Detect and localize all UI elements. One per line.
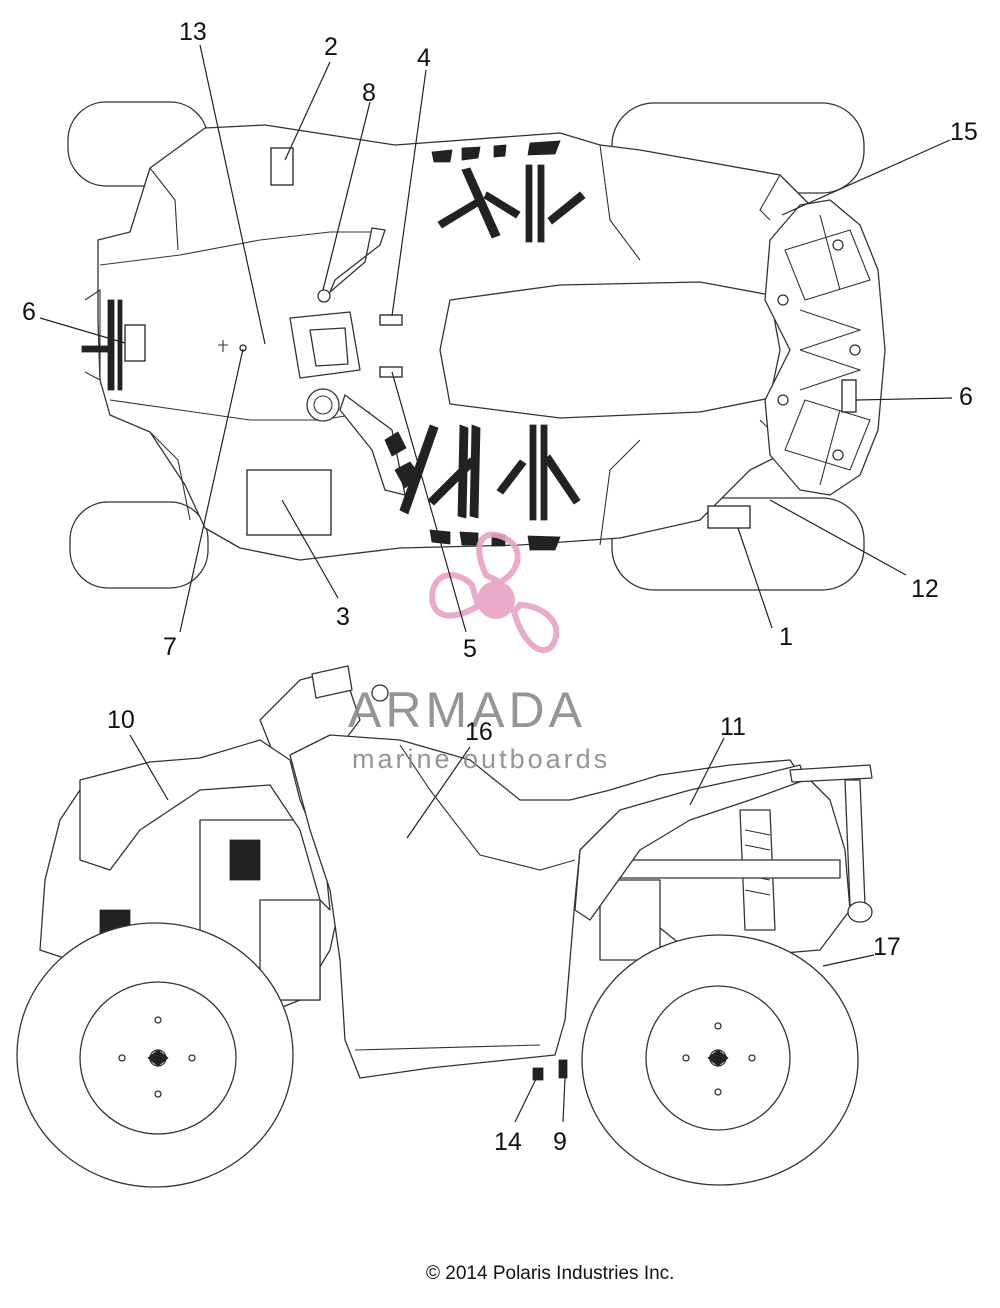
decal-6-front bbox=[124, 324, 146, 362]
tire-front-right bbox=[69, 501, 209, 589]
callout-labels: 1 2 3 4 5 6 6 7 8 9 10 11 12 13 14 15 16… bbox=[22, 18, 978, 1156]
atv-top-view bbox=[67, 101, 886, 591]
callout-5: 5 bbox=[463, 635, 477, 663]
callout-14: 14 bbox=[494, 1128, 522, 1156]
callout-8: 8 bbox=[362, 79, 376, 107]
copyright-notice: © 2014 Polaris Industries Inc. bbox=[426, 1263, 675, 1284]
decal-2 bbox=[270, 147, 294, 186]
decal-1 bbox=[707, 505, 751, 529]
seat bbox=[439, 281, 781, 419]
callout-15: 15 bbox=[950, 118, 978, 146]
rear-wheel bbox=[581, 934, 859, 1186]
decal-3 bbox=[246, 469, 332, 536]
decal-6-rear bbox=[841, 379, 857, 413]
decal-14 bbox=[532, 1067, 544, 1081]
callout-17: 17 bbox=[873, 933, 901, 961]
callout-2: 2 bbox=[324, 33, 338, 61]
callout-9: 9 bbox=[553, 1128, 567, 1156]
left-footwell-stripes bbox=[431, 140, 586, 243]
propeller-hub bbox=[477, 581, 515, 619]
left-grip bbox=[329, 227, 386, 293]
callout-6-front: 6 bbox=[22, 298, 36, 326]
brand-name: ARMADA bbox=[348, 682, 586, 738]
brand-tagline: marine outboards bbox=[352, 744, 610, 774]
rear-fender bbox=[574, 764, 806, 921]
callout-7: 7 bbox=[163, 633, 177, 661]
armada-watermark: ARMADA marine outboards bbox=[348, 531, 610, 774]
decal-9 bbox=[558, 1059, 568, 1079]
fuel-cap bbox=[306, 388, 340, 422]
decal-5 bbox=[379, 366, 403, 378]
callout-16: 16 bbox=[465, 718, 493, 746]
callout-3: 3 bbox=[336, 603, 350, 631]
callout-13: 13 bbox=[179, 18, 207, 46]
atv-side-view bbox=[16, 665, 873, 1188]
rear-rack bbox=[764, 199, 886, 496]
front-wheel bbox=[16, 922, 294, 1188]
front-fender bbox=[79, 739, 331, 911]
callout-10: 10 bbox=[107, 706, 135, 734]
decal-4 bbox=[379, 314, 403, 326]
right-footwell-stripes bbox=[399, 424, 581, 551]
propeller-logo bbox=[429, 531, 560, 653]
front-rack bbox=[107, 299, 115, 391]
callout-6-rear: 6 bbox=[959, 383, 973, 411]
leader-lines bbox=[39, 44, 953, 1123]
callout-1: 1 bbox=[779, 623, 793, 651]
callout-4: 4 bbox=[417, 44, 431, 72]
callout-12: 12 bbox=[911, 575, 939, 603]
callout-11: 11 bbox=[720, 713, 746, 741]
